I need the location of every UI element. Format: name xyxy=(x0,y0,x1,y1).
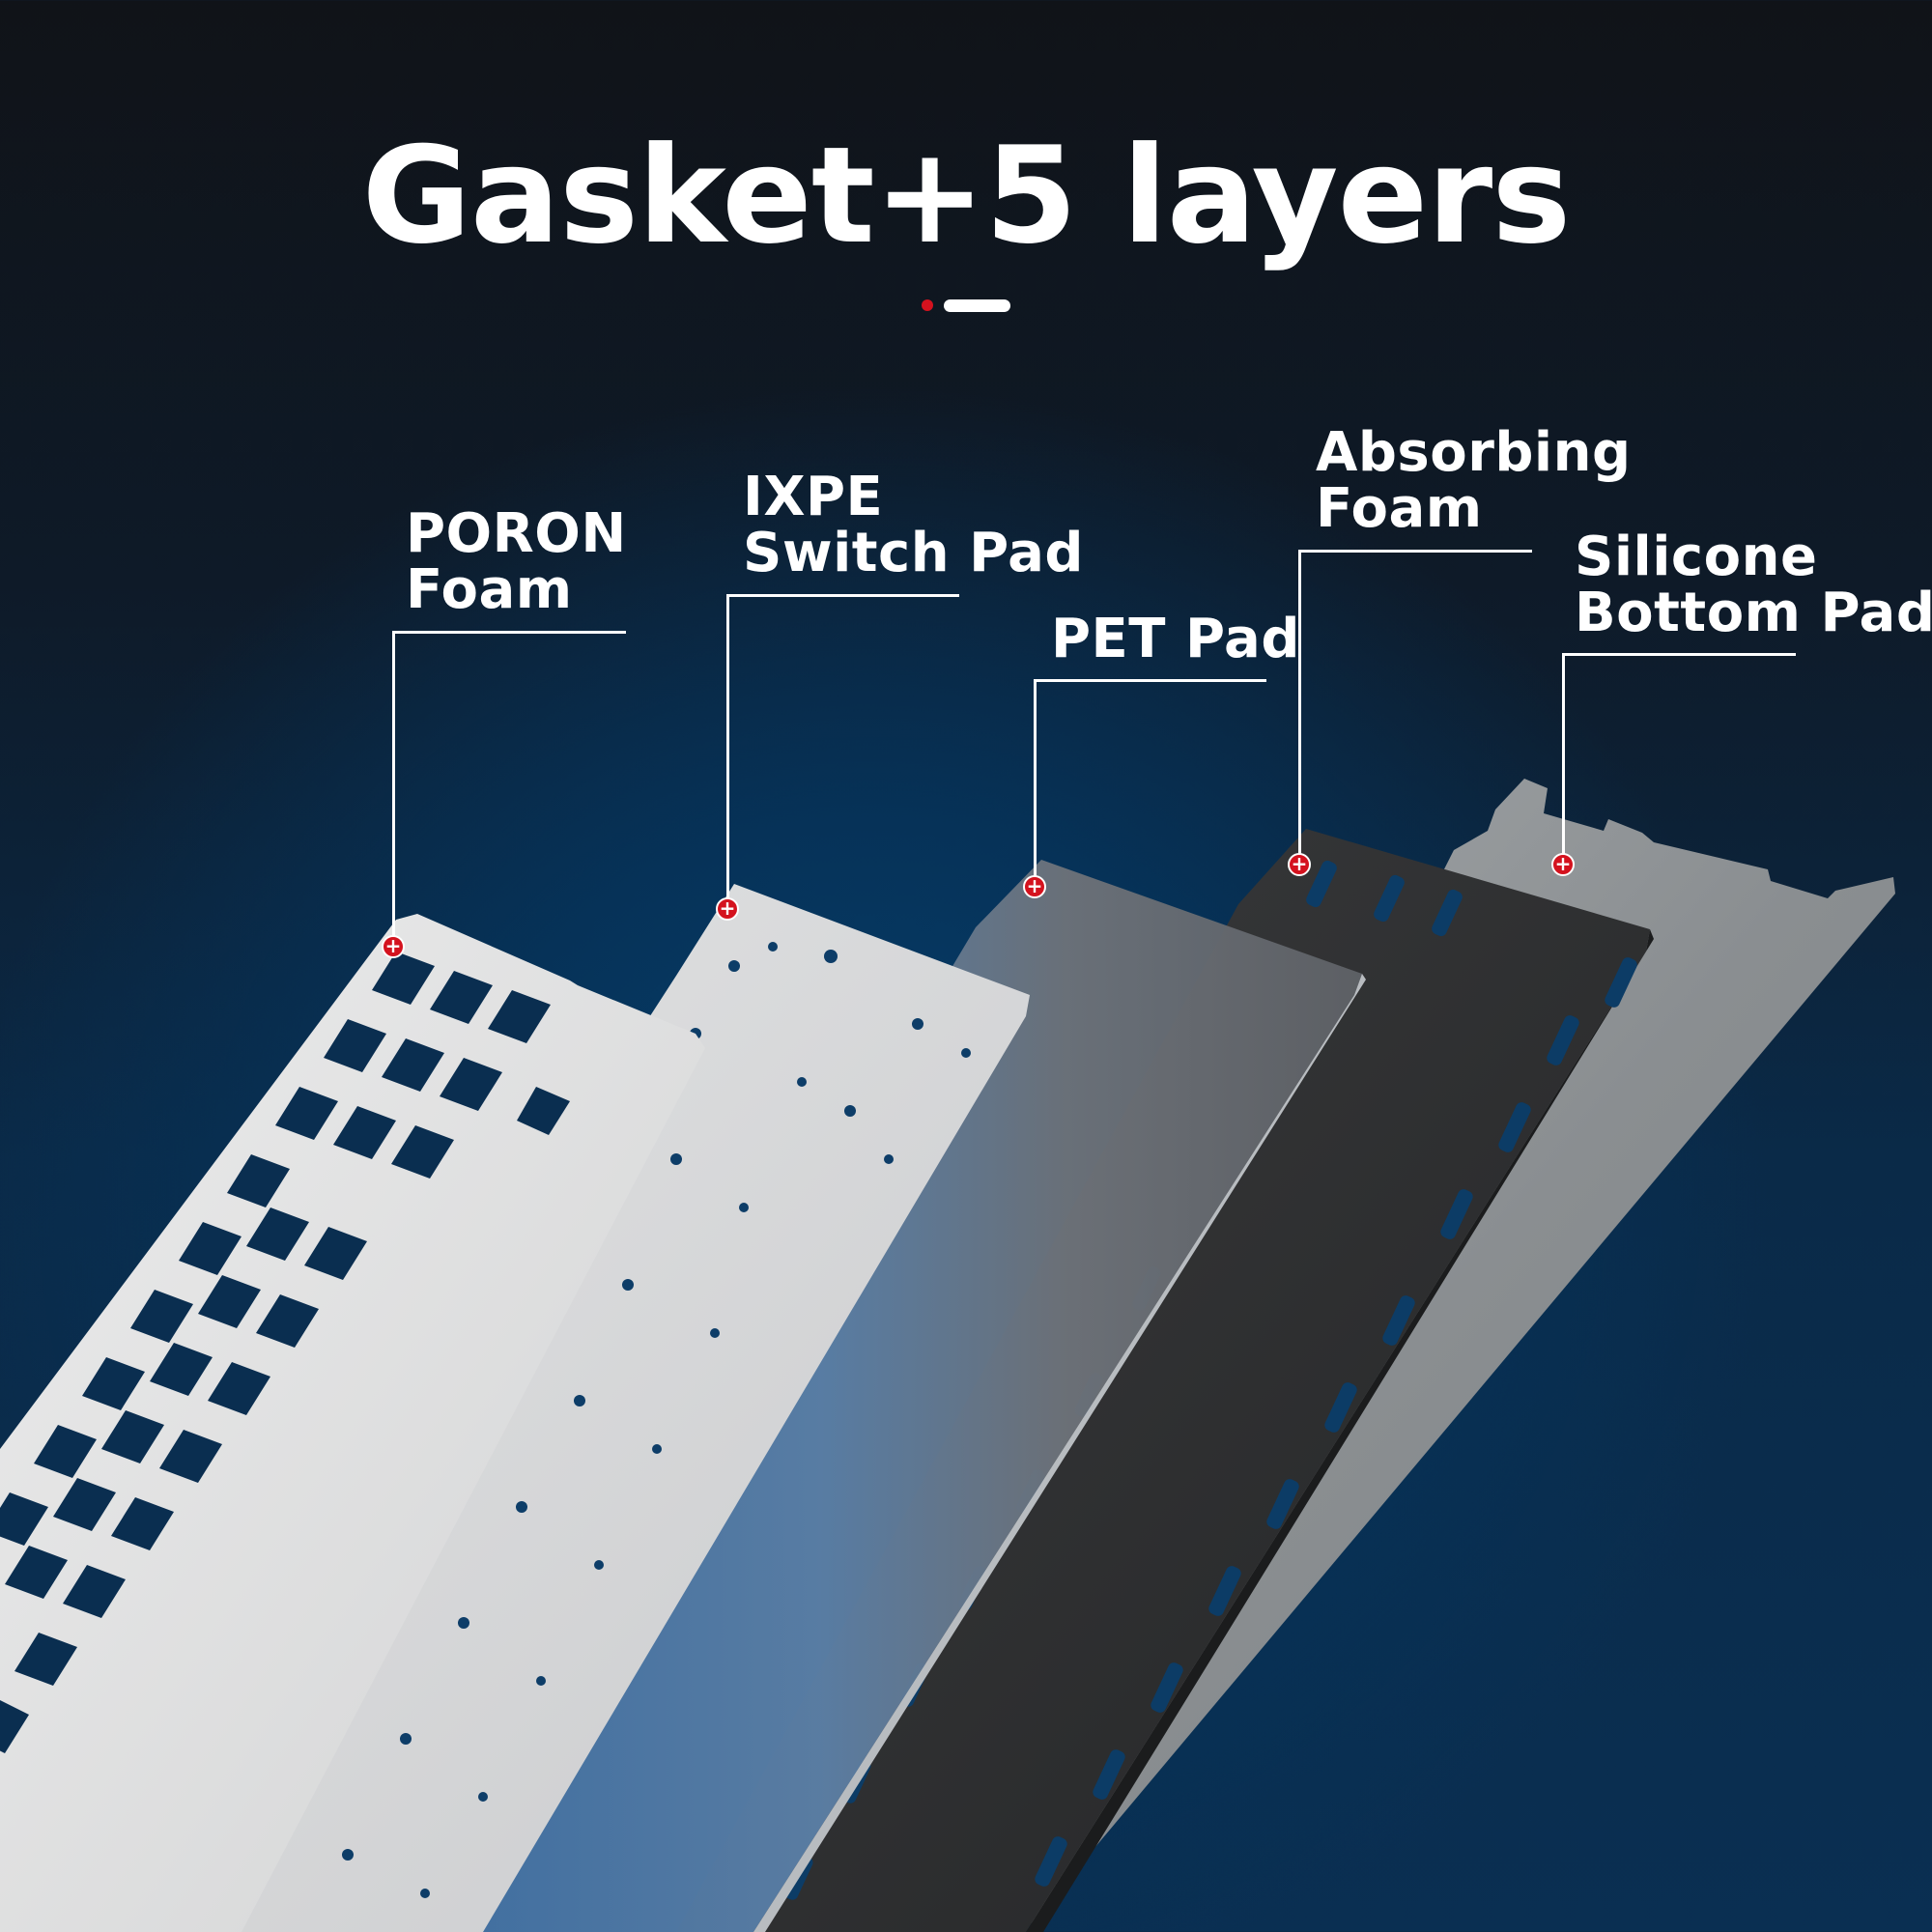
absorbing-callout-stem xyxy=(1298,550,1301,865)
absorbing-label: Absorbing Foam xyxy=(1316,425,1632,537)
page-title: Gasket+5 layers xyxy=(361,118,1572,273)
absorbing-callout-line xyxy=(1299,550,1532,553)
silicone-callout-stem xyxy=(1562,653,1565,865)
title-accent-dot xyxy=(922,299,933,311)
poron-callout-stem xyxy=(392,631,395,947)
ixpe-callout-stem xyxy=(726,594,729,909)
silicone-label-line2: Bottom Pad xyxy=(1575,582,1932,644)
pet-label: PET Pad xyxy=(1051,611,1300,668)
absorbing-label-line1: Absorbing xyxy=(1316,421,1632,484)
ixpe-label: IXPE Switch Pad xyxy=(743,469,1084,582)
ixpe-callout-line xyxy=(727,594,959,597)
ixpe-marker-plus-icon[interactable]: + xyxy=(716,897,739,921)
absorbing-label-line2: Foam xyxy=(1316,477,1483,540)
poron-label-line2: Foam xyxy=(406,558,573,621)
ixpe-label-line2: Switch Pad xyxy=(743,522,1085,584)
ixpe-label-line1: IXPE xyxy=(743,466,884,528)
silicone-label: Silicone Bottom Pad xyxy=(1575,529,1932,641)
title-accent-bar xyxy=(944,299,1010,312)
poron-label-line1: PORON xyxy=(406,502,627,565)
poron-label: PORON Foam xyxy=(406,506,627,618)
pet-callout-stem xyxy=(1034,679,1037,887)
absorbing-marker-plus-icon[interactable]: + xyxy=(1288,853,1311,876)
silicone-callout-line xyxy=(1563,653,1796,656)
silicone-marker-plus-icon[interactable]: + xyxy=(1551,853,1575,876)
pet-label-line1: PET Pad xyxy=(1051,608,1300,670)
pet-callout-line xyxy=(1035,679,1266,682)
poron-callout-line xyxy=(393,631,626,634)
pet-marker-plus-icon[interactable]: + xyxy=(1023,875,1046,898)
poron-marker-plus-icon[interactable]: + xyxy=(382,935,405,958)
poron-foam-layer xyxy=(0,914,705,1932)
silicone-label-line1: Silicone xyxy=(1575,526,1818,588)
